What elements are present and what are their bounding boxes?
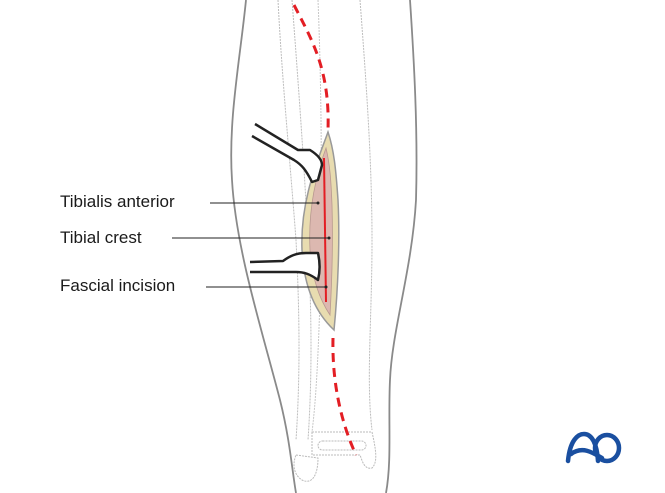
leader-dot: [316, 201, 320, 205]
ao-logo: [565, 431, 622, 464]
ankle-slot: [317, 440, 367, 451]
leader-dot: [327, 236, 331, 240]
fascial-incision-line: [323, 157, 327, 303]
retractor-lower: [249, 251, 321, 282]
ankle-bone: [311, 431, 377, 469]
leg-outline-left: [230, 0, 297, 493]
skin-incision-dashed-top: [292, 4, 330, 131]
fibula-malleolus: [293, 454, 319, 482]
tibia-outline: [359, 0, 373, 431]
leg-outline-right: [385, 0, 418, 493]
fibula-outline: [277, 0, 300, 441]
label-tibial-crest: Tibial crest: [60, 228, 142, 247]
label-tibialis-anterior: Tibialis anterior: [60, 192, 175, 211]
tibia-outline-2: [311, 0, 322, 433]
leader-dot: [324, 285, 328, 289]
retractor-upper: [251, 122, 324, 184]
label-fascial-incision: Fascial incision: [60, 276, 176, 295]
skin-incision-dashed-bottom: [331, 337, 358, 456]
